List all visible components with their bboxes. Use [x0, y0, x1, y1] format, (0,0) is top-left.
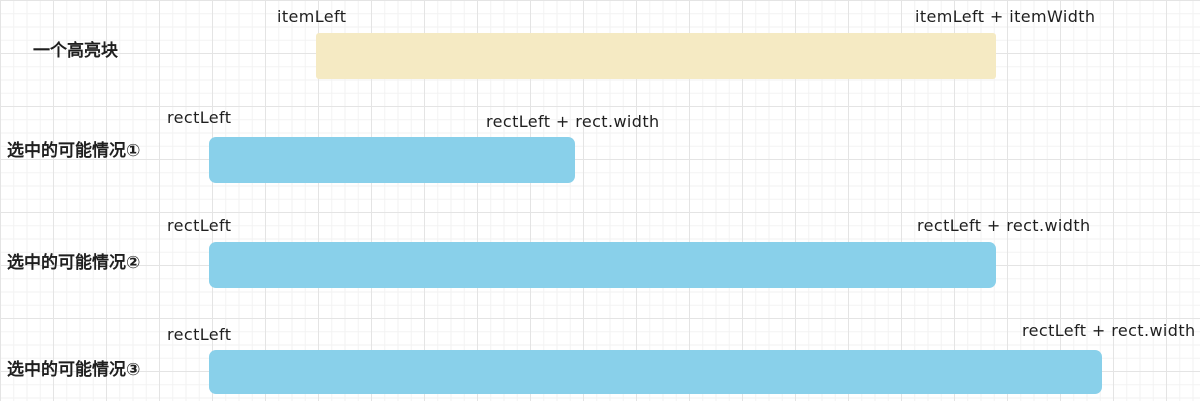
highlight-block-bar: [316, 33, 996, 79]
row-label-selection-case3: 选中的可能情况③: [7, 360, 141, 380]
annotation-rect-left-plus-width-case3: rectLeft + rect.width: [1022, 321, 1196, 340]
annotation-rect-left-plus-width-case2: rectLeft + rect.width: [917, 216, 1091, 235]
annotation-rect-left-case3: rectLeft: [167, 325, 232, 344]
row-label-selection-case2: 选中的可能情况②: [7, 253, 141, 273]
selection-bar-case2: [209, 242, 996, 288]
selection-bar-case1: [209, 137, 575, 183]
annotation-item-left: itemLeft: [277, 7, 347, 26]
annotation-rect-left-plus-width-case1: rectLeft + rect.width: [486, 112, 660, 131]
annotation-item-left-plus-width: itemLeft + itemWidth: [915, 7, 1096, 26]
annotation-rect-left-case1: rectLeft: [167, 108, 232, 127]
selection-bar-case3: [209, 350, 1102, 394]
row-label-highlight-block: 一个高亮块: [33, 41, 118, 61]
row-label-selection-case1: 选中的可能情况①: [7, 141, 141, 161]
annotation-rect-left-case2: rectLeft: [167, 216, 232, 235]
